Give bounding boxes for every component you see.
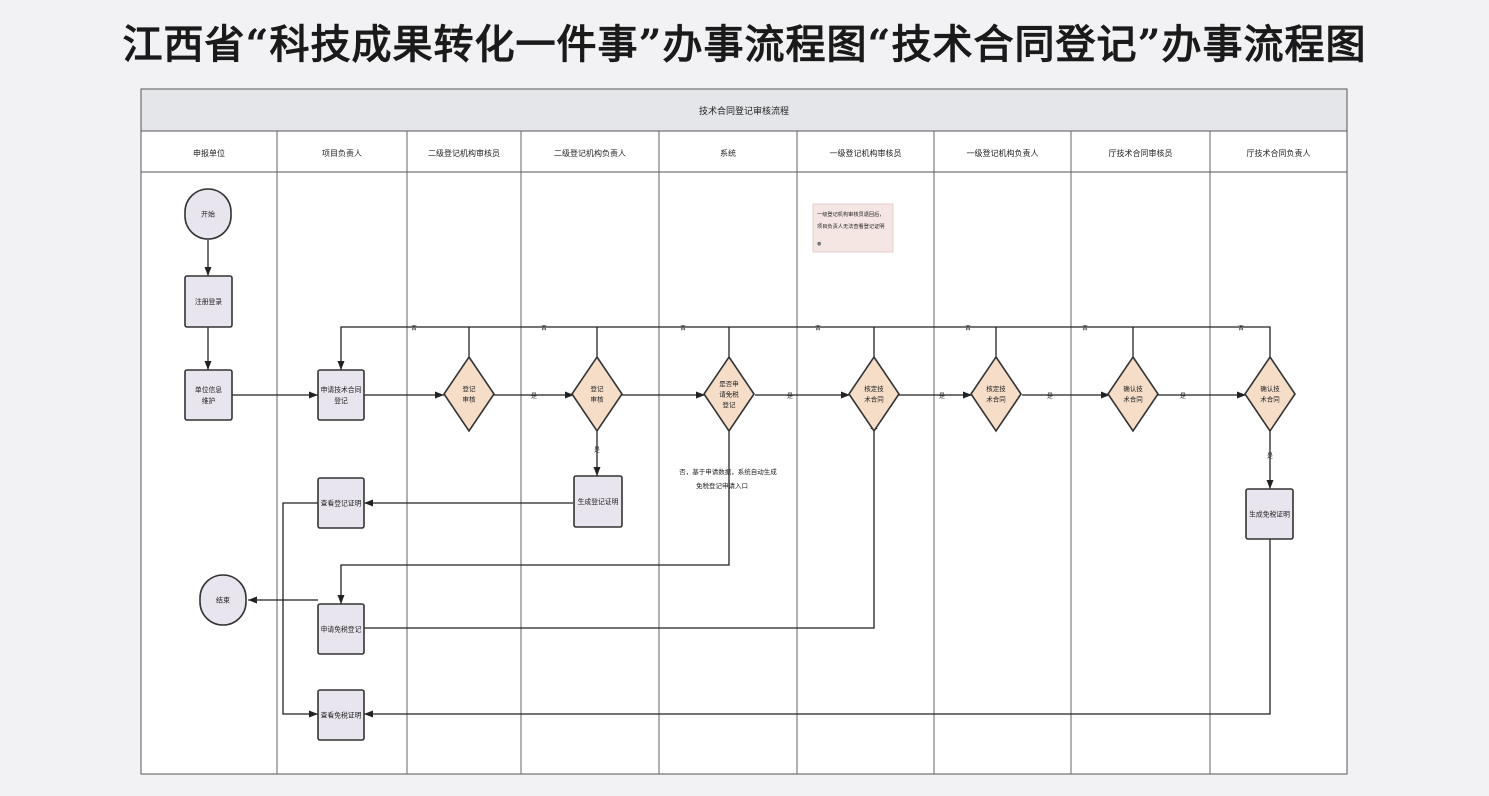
edge-label: 是	[1180, 393, 1186, 400]
edge-label: 是	[939, 393, 945, 400]
edge-label: 否	[1238, 325, 1244, 332]
register-node	[184, 275, 233, 328]
edge-label: 是	[1267, 453, 1273, 460]
edge-label: 否	[411, 325, 417, 332]
flow-arrow	[337, 326, 1271, 370]
dept-reviewer-decision-label: 术合同	[1123, 395, 1143, 404]
edge-label: 否	[815, 325, 821, 332]
flow-arrow	[282, 502, 318, 718]
dept-manager-decision	[1244, 355, 1296, 433]
system-note-line1: 否，基于申请数据，系统自动生成	[679, 467, 777, 476]
view-exemption-node-label: 查看免税证明	[321, 710, 362, 719]
return-note-line2: 项目负责人无法查看登记证明	[817, 222, 884, 230]
primary-reviewer-decision-label: 核定技	[864, 384, 884, 393]
edge-label: 是	[787, 393, 793, 400]
secondary-reviewer-decision	[443, 355, 495, 433]
primary-manager-decision	[970, 355, 1022, 433]
primary-reviewer-decision	[848, 355, 900, 433]
return-note-marker: ●	[817, 241, 822, 247]
tax-exempt-decision-label: 请免税	[719, 389, 739, 398]
apply-contract-node-label: 申请技术合同	[321, 385, 362, 394]
generate-exemption-node	[1245, 488, 1294, 540]
secondary-manager-decision-label: 登记	[591, 384, 605, 393]
view-certificate-node	[317, 477, 365, 529]
flow-arrow	[364, 420, 878, 629]
lane-header: 厅技术合同负责人	[1247, 148, 1311, 158]
dept-reviewer-decision-label: 确认技	[1123, 384, 1143, 393]
unit-info-node-label: 单位信息	[195, 385, 222, 394]
primary-manager-decision-label: 术合同	[986, 395, 1006, 404]
unit-info-node-label: 维护	[202, 396, 216, 405]
start-node-label: 开始	[201, 210, 215, 219]
unit-info-node	[184, 369, 233, 421]
generate-exemption-node-label: 生成免税证明	[1249, 509, 1290, 518]
lane-header: 二级登记机构负责人	[554, 148, 626, 158]
system-note-line2: 免税登记申请入口	[696, 481, 748, 490]
dept-manager-decision-label: 确认技	[1260, 384, 1280, 393]
edge-label: 否	[965, 325, 971, 332]
apply-exemption-node	[317, 603, 365, 655]
apply-exemption-node-label: 申请免税登记	[321, 624, 362, 633]
secondary-reviewer-decision-label: 审核	[463, 395, 477, 404]
apply-contract-node	[317, 369, 365, 421]
lane-header: 系统	[720, 148, 736, 158]
primary-manager-decision-label: 核定技	[986, 384, 1006, 393]
apply-contract-node-label: 登记	[334, 396, 348, 405]
secondary-reviewer-decision-label: 登记	[463, 384, 477, 393]
register-node-label: 注册登录	[195, 297, 222, 306]
return-note-line1: 一级登记机构审核员退回后，	[817, 210, 884, 218]
page-title: 江西省“科技成果转化一件事”办事流程图“技术合同登记”办事流程图	[122, 21, 1367, 68]
secondary-manager-decision-label: 审核	[591, 395, 605, 404]
return-note: 一级登记机构审核员退回后， 项目负责人无法查看登记证明 ●	[812, 203, 894, 253]
lane-header: 厅技术合同审核员	[1109, 148, 1173, 158]
end-node	[199, 574, 247, 626]
primary-reviewer-decision-label: 术合同	[864, 395, 884, 404]
edge-label: 否	[541, 325, 547, 332]
header-band	[140, 88, 1348, 132]
edge-label: 是	[531, 393, 537, 400]
view-exemption-node	[317, 689, 365, 741]
lane-header: 一级登记机构负责人	[967, 148, 1039, 158]
start-node	[184, 188, 232, 240]
edge-label: 否	[680, 325, 686, 332]
edge-label: 否	[1082, 325, 1088, 332]
end-node-label: 结束	[216, 596, 230, 605]
lane-header: 项目负责人	[322, 148, 362, 158]
generate-certificate-node-label: 生成登记证明	[578, 497, 619, 506]
tax-exempt-decision-label: 是否申	[719, 379, 739, 388]
secondary-manager-decision	[571, 355, 623, 433]
lane-header: 二级登记机构审核员	[428, 148, 500, 158]
flow-arrow	[364, 539, 1271, 718]
dept-reviewer-decision	[1107, 355, 1159, 433]
generate-certificate-node	[573, 475, 623, 528]
view-certificate-node-label: 查看登记证明	[321, 498, 362, 507]
tax-exempt-decision	[703, 355, 755, 433]
edge-label: 是	[594, 447, 600, 454]
dept-manager-decision-label: 术合同	[1260, 395, 1280, 404]
lane-header: 一级登记机构审核员	[830, 148, 902, 158]
flow-arrow	[337, 420, 730, 604]
edge-label: 是	[1047, 393, 1053, 400]
tax-exempt-decision-label: 登记	[723, 400, 737, 409]
diagram-frame	[140, 88, 1348, 775]
lane-header: 申报单位	[193, 148, 225, 158]
diagram-header: 技术合同登记审核流程	[699, 105, 789, 117]
